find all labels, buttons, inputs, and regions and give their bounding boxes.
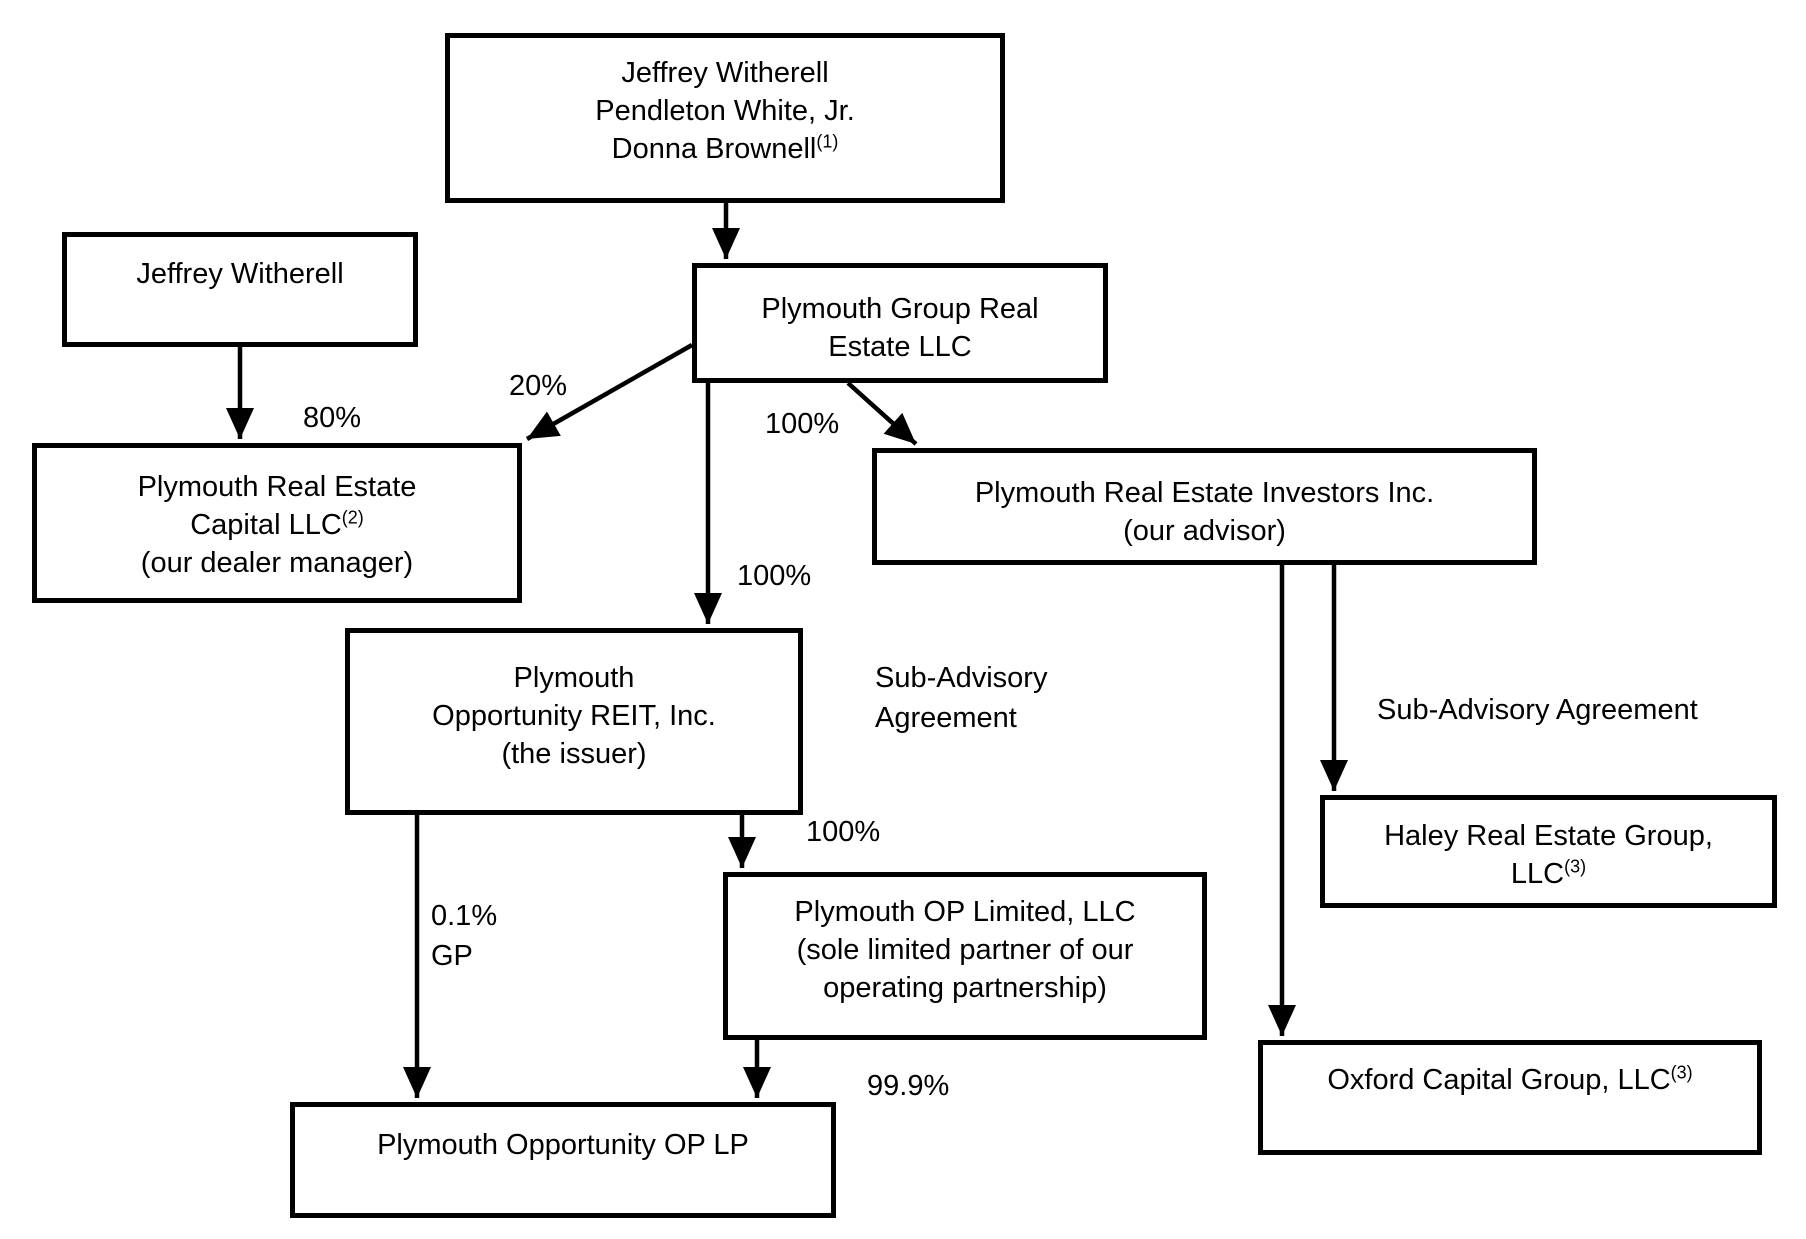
- box-plymouth-opportunity-op-lp: Plymouth Opportunity OP LP: [290, 1102, 836, 1218]
- oxford-line-1: Oxford Capital Group, LLC(3): [1327, 1062, 1693, 1096]
- label-100-percent-reit: 100%: [737, 560, 812, 592]
- box-jeffrey-witherell: Jeffrey Witherell: [62, 232, 418, 347]
- arrow-pgre-to-prec-20pct: [525, 343, 694, 441]
- box-directors: Jeffrey Witherell Pendleton White, Jr. D…: [445, 33, 1005, 203]
- label-20-percent: 20%: [509, 370, 568, 402]
- box-plymouth-group-real-estate: Plymouth Group Real Estate LLC: [692, 263, 1108, 383]
- directors-line-2: Pendleton White, Jr.: [595, 95, 855, 127]
- prec-line-2: Capital LLC(2): [190, 507, 364, 541]
- opltd-line-3: operating partnership): [823, 972, 1107, 1004]
- pgre-line-2: Estate LLC: [828, 331, 972, 363]
- prei-line-1: Plymouth Real Estate Investors Inc.: [974, 477, 1435, 509]
- box-plymouth-opportunity-reit: Plymouth Opportunity REIT, Inc. (the iss…: [345, 628, 803, 815]
- box-oxford-capital-group: Oxford Capital Group, LLC(3): [1258, 1040, 1762, 1155]
- label-sub-advisory-left-line2: Agreement: [875, 702, 1017, 734]
- reit-line-2: Opportunity REIT, Inc.: [432, 700, 716, 732]
- prei-line-2: (our advisor): [1123, 515, 1286, 547]
- reit-line-3: (the issuer): [501, 738, 647, 770]
- label-100-percent-opltd: 100%: [806, 816, 881, 848]
- footnote-3-marker: (3): [1564, 856, 1587, 877]
- haley-line-1: Haley Real Estate Group,: [1384, 820, 1713, 852]
- box-haley-real-estate-group: Haley Real Estate Group, LLC(3): [1320, 795, 1777, 908]
- label-gp: GP: [431, 940, 473, 972]
- label-01-percent-gp: 0.1% GP: [431, 896, 497, 976]
- witherell-line-1: Jeffrey Witherell: [136, 258, 344, 290]
- directors-line-3: Donna Brownell(1): [611, 131, 839, 165]
- label-sub-advisory-right: Sub-Advisory Agreement: [1377, 694, 1698, 726]
- opltd-line-2: (sole limited partner of our: [796, 934, 1134, 966]
- label-100-percent-advisor: 100%: [765, 408, 840, 440]
- pgre-line-1: Plymouth Group Real: [761, 293, 1039, 325]
- box-plymouth-op-limited: Plymouth OP Limited, LLC (sole limited p…: [723, 872, 1207, 1040]
- directors-line-1: Jeffrey Witherell: [621, 57, 829, 89]
- footnote-1-marker: (1): [816, 131, 839, 152]
- label-999-percent: 99.9%: [867, 1070, 950, 1102]
- opltd-line-1: Plymouth OP Limited, LLC: [794, 896, 1136, 928]
- haley-line-2: LLC(3): [1510, 856, 1587, 890]
- label-80-percent: 80%: [303, 402, 362, 434]
- arrow-pgre-to-prei-100pct: [846, 381, 918, 446]
- footnote-3-marker: (3): [1670, 1062, 1693, 1083]
- footnote-2-marker: (2): [341, 507, 364, 528]
- reit-line-1: Plymouth: [513, 662, 635, 694]
- label-sub-advisory-left-line1: Sub-Advisory: [875, 662, 1048, 694]
- oplp-line-1: Plymouth Opportunity OP LP: [377, 1129, 749, 1161]
- prec-line-1: Plymouth Real Estate: [137, 471, 417, 503]
- box-plymouth-real-estate-capital: Plymouth Real Estate Capital LLC(2) (our…: [32, 443, 522, 603]
- box-plymouth-real-estate-investors: Plymouth Real Estate Investors Inc. (our…: [872, 448, 1537, 565]
- prec-line-3: (our dealer manager): [140, 547, 414, 579]
- label-01-percent: 0.1%: [431, 900, 498, 932]
- label-sub-advisory-left: Sub-Advisory Agreement: [875, 658, 1047, 738]
